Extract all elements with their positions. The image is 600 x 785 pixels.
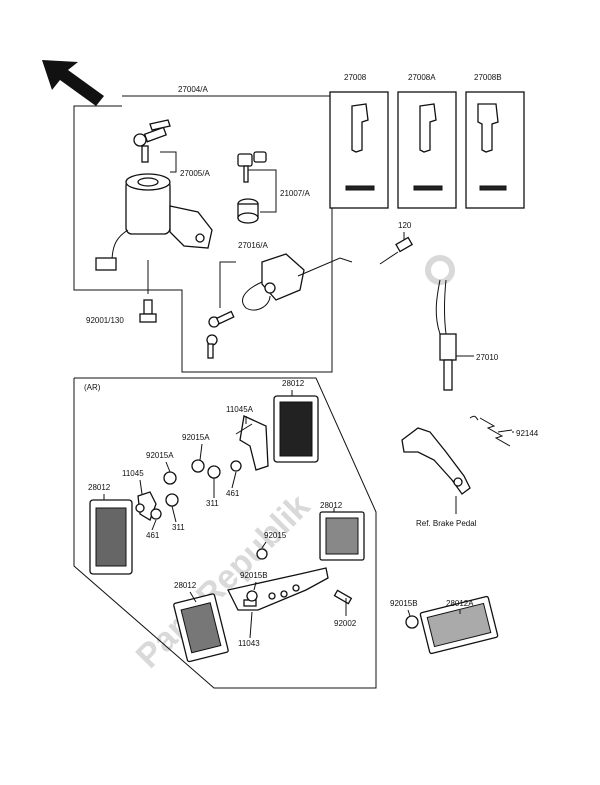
lock-keys [206,310,235,359]
label-120: 120 [398,221,412,230]
bolt [333,589,353,605]
label-28012-bottom: 28012 [174,581,197,590]
label-92015B: 92015B [240,571,268,580]
label-92144: 92144 [516,429,539,438]
reflector [419,595,499,655]
label-ar: (AR) [84,383,101,392]
lower-group-frame [73,377,377,689]
label-27005A: 27005/A [180,169,210,178]
label-27008B: 27008B [474,73,502,82]
label-27004A: 27004/A [178,85,208,94]
label-311-a: 311 [206,499,219,508]
brake-pedal [401,427,471,495]
reflector [273,395,319,463]
label-461-b: 461 [146,531,160,540]
label-11045A: 11045A [226,405,254,414]
bracket [235,415,269,471]
label-27008: 27008 [344,73,367,82]
lock-cylinder [237,198,259,224]
label-92015A-a: 92015A [182,433,210,442]
seat-lock [242,253,353,311]
direction-arrow-icon [42,60,104,106]
key-card-27008A [397,91,457,209]
spring [469,415,513,447]
label-92001-130: 92001/130 [86,316,124,325]
label-92002: 92002 [334,619,357,628]
label-27010: 27010 [476,353,499,362]
label-ref-brake-pedal: Ref. Brake Pedal [416,519,477,528]
brake-switch [435,279,472,391]
gear-watermark-icon [425,255,455,285]
reflector [89,499,133,575]
bolt [139,299,157,323]
reflector [319,511,365,561]
key-card-27008B [465,91,525,209]
reflector [173,593,229,663]
label-11045: 11045 [122,469,144,478]
label-311-b: 311 [172,523,185,532]
ignition-switch [95,173,213,271]
label-27016A: 27016/A [238,241,268,250]
label-21007A: 21007/A [280,189,310,198]
label-92015B-separate: 92015B [390,599,418,608]
nut [163,459,242,507]
ignition-key [133,119,171,163]
screw [395,232,414,253]
label-461-a: 461 [226,489,240,498]
label-11043: 11043 [238,639,260,648]
label-92015: 92015 [264,531,287,540]
label-27008A: 27008A [408,73,436,82]
key-card-27008 [329,91,389,209]
label-28012-right: 28012 [320,501,343,510]
key-pair [237,151,267,183]
label-28012-top: 28012 [282,379,305,388]
label-92015A-b: 92015A [146,451,174,460]
label-28012-left: 28012 [88,483,111,492]
label-28012A: 28012A [446,599,474,608]
